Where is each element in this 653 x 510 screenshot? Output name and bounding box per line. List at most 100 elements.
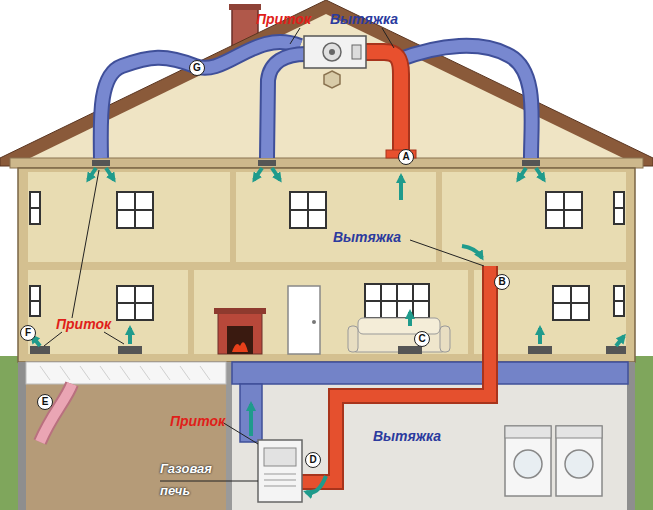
airflow-arrow	[399, 176, 403, 200]
exhaust-duct	[364, 52, 401, 152]
supply-label: Приток	[256, 11, 311, 27]
register	[528, 346, 552, 354]
basement	[26, 362, 230, 510]
exhaust-label: Вытяжка	[373, 428, 441, 444]
sofa	[348, 326, 358, 352]
register	[30, 160, 626, 354]
window	[290, 192, 326, 228]
leader-line	[410, 240, 484, 266]
house-walls	[194, 270, 468, 354]
airflow-arrow	[306, 476, 326, 493]
exhaust-duct	[364, 52, 401, 152]
exhaust-duct	[300, 266, 490, 482]
window	[614, 286, 624, 316]
roof	[0, 0, 653, 166]
register	[398, 346, 422, 354]
airflow-arrow	[32, 168, 624, 493]
door	[312, 320, 316, 324]
door	[288, 286, 320, 354]
airflow-arrow	[462, 246, 482, 258]
flexible-duct	[40, 384, 72, 442]
airflow-arrow	[536, 168, 544, 180]
door	[288, 286, 320, 354]
gas-furnace	[264, 448, 296, 466]
window	[117, 286, 153, 320]
register	[30, 346, 50, 354]
basement	[230, 362, 628, 510]
fireplace	[218, 312, 262, 354]
callout-letter: A	[398, 149, 414, 165]
register	[606, 346, 626, 354]
window	[546, 192, 582, 228]
house-walls	[18, 168, 635, 362]
register	[522, 160, 540, 166]
callout-letter: E	[37, 394, 53, 410]
gas-furnace	[258, 440, 302, 502]
window	[30, 207, 40, 209]
exhaust-duct	[300, 266, 490, 482]
basement	[226, 362, 232, 510]
leader-line	[104, 332, 124, 344]
exhaust-label: Вытяжка	[330, 11, 398, 27]
gas-furnace	[264, 474, 296, 486]
ventilation-unit	[304, 36, 366, 68]
airflow-arrow	[106, 168, 114, 180]
ventilation-unit	[329, 49, 335, 55]
airflow-arrow	[538, 328, 542, 344]
house-walls	[28, 270, 188, 354]
leader-line	[72, 170, 99, 318]
supply-duct	[267, 54, 306, 158]
washer-dryer	[505, 426, 602, 496]
supply-duct	[101, 42, 628, 442]
fireplace	[232, 342, 248, 352]
supply-duct	[398, 46, 532, 158]
callout-letter: F	[20, 325, 36, 341]
airflow-arrow	[518, 168, 526, 180]
window	[30, 286, 40, 316]
window	[290, 192, 326, 228]
ventilation-unit	[323, 43, 341, 61]
callout-letter: D	[305, 452, 321, 468]
airflow-arrow	[128, 328, 132, 344]
leader-line	[222, 422, 258, 444]
washer-dryer	[505, 426, 551, 438]
floor-insulation	[26, 362, 226, 384]
airflow-arrow	[254, 168, 262, 180]
gas-furnace	[258, 440, 302, 502]
flexible-duct	[40, 384, 72, 442]
callout-letter: G	[189, 60, 205, 76]
washer-dryer	[505, 426, 551, 496]
supply-duct	[398, 46, 532, 158]
house-walls	[28, 172, 230, 262]
window	[614, 192, 624, 224]
register	[92, 160, 110, 166]
window	[614, 300, 624, 302]
attic-vent	[324, 71, 340, 88]
window	[553, 286, 589, 320]
roof	[0, 0, 653, 168]
airflow-arrow	[408, 312, 412, 326]
roof	[30, 14, 623, 158]
chimney	[229, 4, 261, 10]
house-walls	[442, 172, 626, 262]
supply-label: Приток	[170, 413, 225, 429]
airflow-arrow	[249, 404, 253, 436]
attic-floor	[10, 158, 643, 168]
window	[30, 192, 40, 224]
washer-dryer	[565, 450, 593, 478]
leader-line	[160, 481, 258, 482]
window	[30, 300, 40, 302]
window	[117, 192, 153, 228]
ventilation-unit	[352, 45, 361, 59]
fireplace	[214, 308, 266, 354]
airflow-arrow	[272, 168, 280, 180]
fireplace	[214, 308, 266, 314]
window	[117, 192, 153, 228]
leader-line	[382, 28, 394, 48]
airflow-arrow	[88, 168, 96, 180]
exhaust-duct	[300, 52, 490, 482]
airflow-arrow	[616, 336, 624, 346]
washer-dryer	[556, 426, 602, 438]
